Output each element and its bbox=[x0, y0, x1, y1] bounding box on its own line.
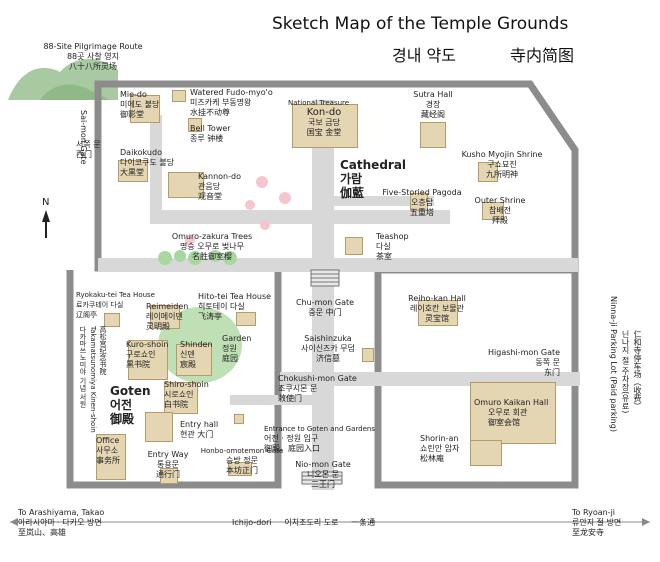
building-reimeiden bbox=[150, 305, 180, 329]
label-ninna-parking-zh: 仁和寺停车场（收费） bbox=[633, 330, 642, 410]
building-reihokan bbox=[418, 300, 458, 326]
upper-precinct-wall bbox=[94, 80, 579, 272]
building-miedo bbox=[130, 95, 160, 123]
label-higashi: Higashi-mon Gate 동쪽 문 东门 bbox=[488, 348, 561, 377]
label-ninna-parking-ko: 닌나지 절 주차장(유료) bbox=[621, 330, 630, 414]
label-takamatsu: Takamatsunomiya Kinen-shoin bbox=[89, 326, 97, 433]
map-title-ko: 경내 약도 bbox=[392, 46, 456, 65]
building-kondo bbox=[292, 104, 358, 148]
building-entry-way bbox=[160, 468, 178, 484]
building-outer-shrine bbox=[482, 202, 504, 220]
building-entry-hall bbox=[145, 412, 173, 442]
building-shiro-shoin bbox=[164, 382, 198, 414]
map-title-zh: 寺内简图 bbox=[510, 46, 575, 65]
building-saishinzuka bbox=[362, 348, 374, 362]
label-takamatsu-ko: 다카마쓰노미야 기념 서원 bbox=[79, 326, 87, 408]
label-ryoanji: To Ryoan-ji 류안지 절 방면 至龙安寺 bbox=[572, 508, 622, 537]
building-kusho-shrine bbox=[478, 162, 498, 182]
map-title: Sketch Map of the Temple Grounds bbox=[272, 14, 569, 34]
label-ninna-parking: Ninna-ji Parking Lot (Paid parking) bbox=[609, 296, 618, 432]
building-watered-fudo bbox=[172, 90, 186, 102]
building-daikokudo bbox=[118, 160, 148, 182]
building-pagoda bbox=[410, 193, 428, 211]
building-bell-tower bbox=[188, 118, 202, 132]
label-ichijo: Ichijo-dori 이치조도리 도로 一条通 bbox=[232, 518, 376, 527]
label-kondo: Kon-do 국보 금당 国宝 金堂 bbox=[306, 107, 342, 138]
building-shinden bbox=[176, 344, 212, 376]
gate-steps bbox=[301, 269, 343, 485]
label-saimon: Sai-mon Gate bbox=[79, 110, 88, 165]
label-takamatsu-zh: 高松宫纪念书院 bbox=[99, 326, 107, 375]
paths bbox=[98, 100, 580, 490]
building-teashop bbox=[345, 237, 363, 255]
label-omuro-kaikan: Omuro Kaikan Hall 오무로 회관 御室会馆 bbox=[474, 398, 549, 427]
building-hitotei bbox=[236, 312, 256, 326]
label-entrance: Entrance to Goten and Gardens 어전 · 정원 입구… bbox=[264, 425, 375, 453]
building-ryokaku bbox=[104, 313, 120, 327]
building-shorin-an bbox=[470, 440, 502, 466]
building-honbo bbox=[228, 462, 252, 476]
hills bbox=[8, 58, 118, 100]
north-arrow bbox=[42, 210, 50, 238]
building-office bbox=[96, 434, 126, 480]
building-kannon-do bbox=[168, 172, 204, 198]
label-natl-treasure: National Treasure bbox=[288, 99, 350, 107]
compass-label: N bbox=[42, 197, 50, 208]
label-chumon: Chu-mon Gate 중문 中门 bbox=[295, 298, 355, 317]
cherry-blossoms bbox=[185, 176, 291, 245]
building-sutra-hall bbox=[420, 122, 446, 148]
trees bbox=[158, 250, 237, 265]
building-entry-gate bbox=[234, 414, 244, 424]
goten-precinct-wall bbox=[66, 270, 282, 489]
building-omuro-kaikan bbox=[470, 382, 556, 444]
building-kuro-shoin bbox=[128, 340, 168, 380]
label-arashiyama: To Arashiyama, Takao 아라시야마 · 다카오 방면 至岚山、… bbox=[18, 508, 105, 537]
